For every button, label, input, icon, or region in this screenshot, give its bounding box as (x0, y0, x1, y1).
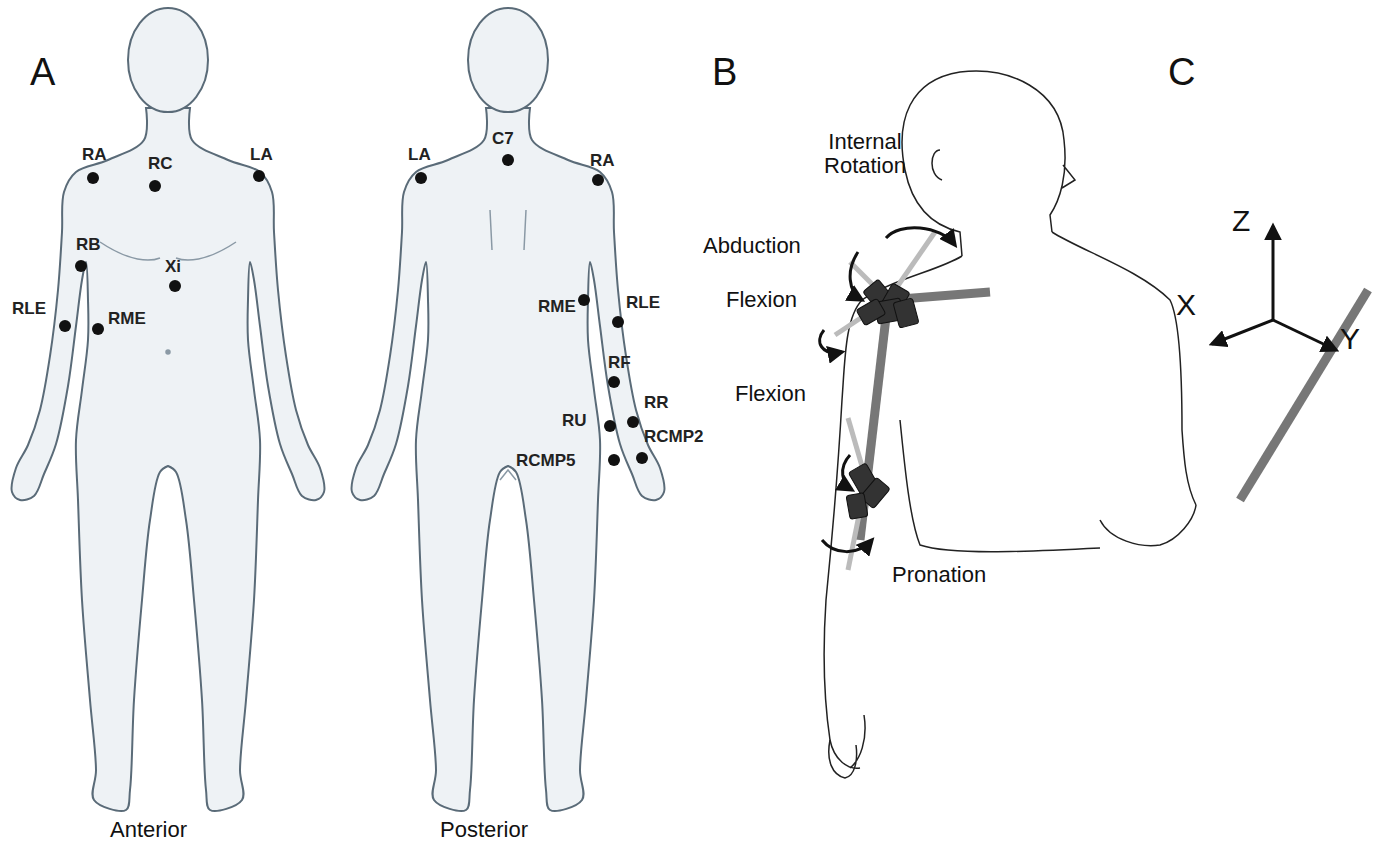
panel-label: C (1168, 52, 1195, 94)
marker-label: RA (82, 146, 107, 165)
marker-dot (612, 316, 624, 328)
marker-dot (75, 260, 87, 272)
motion-label: Pronation (892, 563, 986, 587)
marker-dot (59, 320, 71, 332)
panel-label: A (30, 52, 55, 94)
marker-dot (92, 323, 104, 335)
panel-label: B (712, 52, 737, 94)
marker-label: RME (108, 310, 146, 329)
marker-dot (415, 172, 427, 184)
marker-label: RF (608, 354, 631, 373)
marker-dot (627, 416, 639, 428)
marker-label: LA (250, 146, 273, 165)
marker-dot (578, 294, 590, 306)
marker-dot (604, 420, 616, 432)
marker-label: RME (538, 298, 576, 317)
axis-triad (1212, 226, 1368, 500)
marker-label: RR (644, 394, 669, 413)
marker-label: RCMP5 (516, 452, 576, 471)
axis-label: Y (1340, 322, 1360, 355)
marker-dot (169, 280, 181, 292)
marker-dot (149, 180, 161, 192)
motion-label: Internal Rotation (800, 130, 930, 178)
marker-dot (636, 452, 648, 464)
marker-dot (592, 174, 604, 186)
marker-dot (502, 154, 514, 166)
axis-label: X (1176, 288, 1196, 321)
motion-label: Flexion (735, 382, 806, 406)
marker-label: Xi (165, 258, 181, 277)
body-figure (11, 8, 324, 811)
caption-label: Posterior (440, 818, 528, 842)
motion-label: Abduction (703, 234, 801, 258)
marker-label: RU (562, 412, 587, 431)
marker-dot (87, 172, 99, 184)
marker-label: C7 (492, 130, 514, 149)
marker-label: RLE (12, 300, 46, 319)
marker-label: RCMP2 (644, 428, 704, 447)
marker-label: RA (590, 152, 615, 171)
marker-label: LA (408, 146, 431, 165)
marker-label: RLE (626, 294, 660, 313)
body-figure (351, 8, 664, 811)
caption-label: Anterior (110, 818, 187, 842)
marker-dot (253, 170, 265, 182)
marker-dot (608, 454, 620, 466)
motion-label: Flexion (726, 288, 797, 312)
axis-label: Z (1232, 204, 1250, 237)
marker-label: RB (76, 236, 101, 255)
marker-label: RC (148, 155, 173, 174)
marker-dot (608, 376, 620, 388)
